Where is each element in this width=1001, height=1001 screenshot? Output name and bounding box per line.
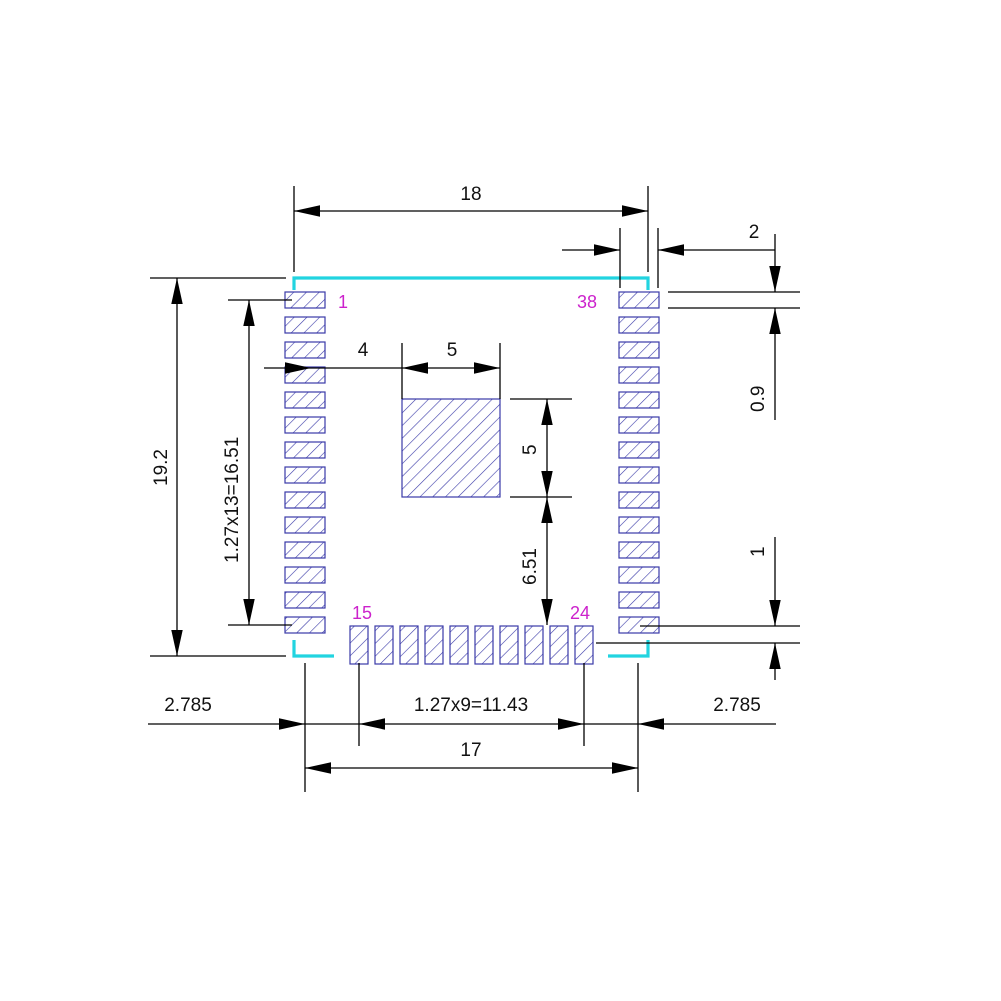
pad-bottom-17 bbox=[399, 625, 419, 665]
pad-left-7 bbox=[284, 441, 326, 459]
pad-right-32 bbox=[618, 441, 660, 459]
dimension-left-margin-label: 2.785 bbox=[164, 695, 212, 716]
pad-right-34 bbox=[618, 391, 660, 409]
pad-left-13 bbox=[284, 591, 326, 609]
dimension-right-margin-label: 2.785 bbox=[713, 695, 761, 716]
dimension-center-offset-x-label: 4 bbox=[358, 340, 369, 361]
pad-right-29 bbox=[618, 516, 660, 534]
dimension-height: 19.2 bbox=[150, 277, 286, 657]
dimension-height-label: 19.2 bbox=[151, 449, 172, 486]
pad-right-30 bbox=[618, 491, 660, 509]
pad-bottom-21 bbox=[499, 625, 519, 665]
dimension-center-pad-height: 5 bbox=[510, 398, 572, 498]
dimension-bottom-pitch: 1.27x9=11.43 bbox=[305, 663, 638, 746]
pad-right-28 bbox=[618, 541, 660, 559]
dimension-left-pitch: 1.27x13=16.51 bbox=[222, 299, 292, 626]
pad-bottom-16 bbox=[374, 625, 394, 665]
pad-bottom-18 bbox=[424, 625, 444, 665]
pad-bottom-20 bbox=[474, 625, 494, 665]
dimension-total-width: 18 bbox=[293, 184, 649, 272]
dimension-pad-width: 0.9 bbox=[668, 234, 800, 420]
pad-bottom-19 bbox=[449, 625, 469, 665]
pad-left-3 bbox=[284, 341, 326, 359]
dimension-center-pad-height-label: 5 bbox=[520, 444, 541, 455]
pin-label-15: 15 bbox=[352, 603, 372, 623]
pad-right-31 bbox=[618, 466, 660, 484]
dimension-inner-width-label: 17 bbox=[460, 740, 481, 761]
right-pad-row bbox=[618, 291, 660, 634]
pad-left-6 bbox=[284, 416, 326, 434]
module-outline bbox=[292, 276, 650, 658]
dimension-center-pad-width-label: 5 bbox=[447, 340, 458, 361]
pad-right-38 bbox=[618, 291, 660, 309]
pad-left-8 bbox=[284, 466, 326, 484]
dimension-left-pitch-label: 1.27x13=16.51 bbox=[222, 437, 243, 563]
pad-left-10 bbox=[284, 516, 326, 534]
pad-left-11 bbox=[284, 541, 326, 559]
dimension-pad-gap: 1 bbox=[596, 537, 800, 680]
pad-right-25 bbox=[618, 616, 660, 634]
bottom-pad-row bbox=[349, 625, 594, 665]
pad-left-5 bbox=[284, 391, 326, 409]
pad-left-9 bbox=[284, 491, 326, 509]
dimension-center-offset-y-label: 6.51 bbox=[520, 548, 541, 585]
pad-left-2 bbox=[284, 316, 326, 334]
pad-left-4 bbox=[284, 366, 326, 384]
dimension-total-width-label: 18 bbox=[460, 184, 481, 205]
dimension-pad-length-label: 2 bbox=[749, 222, 760, 243]
dimension-center-offset-y: 6.51 bbox=[520, 497, 553, 625]
pad-bottom-15 bbox=[349, 625, 369, 665]
dimension-pad-gap-label: 1 bbox=[748, 546, 769, 557]
dimension-center-pad-width: 5 bbox=[402, 340, 501, 399]
pad-right-33 bbox=[618, 416, 660, 434]
pad-left-12 bbox=[284, 566, 326, 584]
pad-right-36 bbox=[618, 341, 660, 359]
outline-top bbox=[292, 276, 650, 290]
pad-right-37 bbox=[618, 316, 660, 334]
dimension-pad-length: 2 bbox=[562, 222, 775, 288]
dimension-bottom-pitch-label: 1.27x9=11.43 bbox=[414, 695, 528, 716]
pad-right-26 bbox=[618, 591, 660, 609]
pin-label-38: 38 bbox=[577, 292, 597, 312]
dimension-left-margin: 2.785 bbox=[148, 663, 306, 792]
dimension-pad-width-label: 0.9 bbox=[748, 386, 769, 412]
dimension-inner-width: 17 bbox=[305, 740, 638, 774]
pad-bottom-22 bbox=[524, 625, 544, 665]
pin-label-1: 1 bbox=[338, 292, 348, 312]
left-pad-row bbox=[284, 291, 326, 634]
pad-bottom-23 bbox=[549, 625, 569, 665]
center-thermal-pad bbox=[401, 398, 501, 498]
pad-right-35 bbox=[618, 366, 660, 384]
pin-label-24: 24 bbox=[570, 603, 590, 623]
outline-bottom-right-corner bbox=[608, 640, 650, 658]
dimension-right-margin: 2.785 bbox=[637, 663, 776, 792]
pad-right-27 bbox=[618, 566, 660, 584]
pin-labels: 1 38 15 24 bbox=[338, 292, 597, 623]
pad-bottom-24 bbox=[574, 625, 594, 665]
outline-bottom-left-corner bbox=[292, 640, 334, 658]
